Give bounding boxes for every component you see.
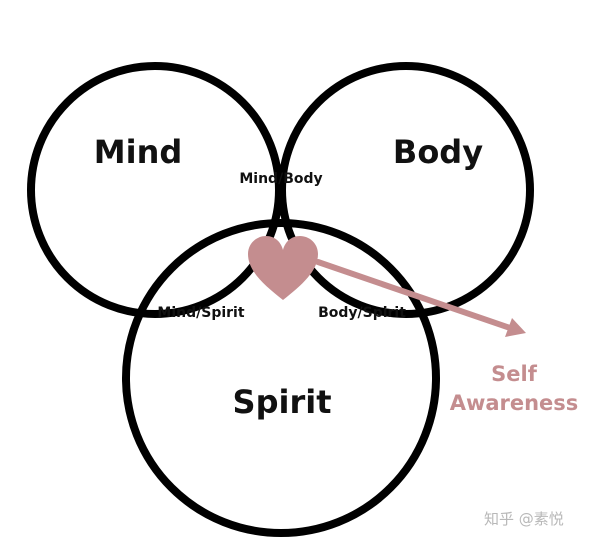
spirit-circle <box>122 219 440 537</box>
heart-icon <box>248 236 318 300</box>
spirit-label: Spirit <box>233 383 332 421</box>
mind-spirit-label: Mind/Spirit <box>157 305 244 321</box>
mind-circle <box>27 62 283 318</box>
mind-body-label: Mind/Body <box>239 171 322 187</box>
self-awareness-line1: Self <box>491 362 538 386</box>
arrow-icon <box>315 259 526 337</box>
body-circle <box>278 62 534 318</box>
body-spirit-label: Body/Spirit <box>318 305 406 321</box>
watermark: 知乎 @素悦 <box>484 510 564 528</box>
body-label: Body <box>393 133 483 171</box>
self-awareness-line2: Awareness <box>450 391 579 415</box>
mind-label: Mind <box>94 133 183 171</box>
